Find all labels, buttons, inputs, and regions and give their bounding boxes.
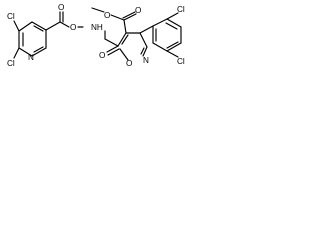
atom-labels: Cl Cl N O O NH O O O N O Cl Cl bbox=[7, 3, 185, 68]
atom-label-n-isoxazole: N bbox=[143, 56, 149, 65]
atom-label-o-ester-carbonyl: O bbox=[58, 3, 64, 12]
molecule-diagram: Cl Cl N O O NH O O O N O Cl Cl bbox=[7, 3, 185, 68]
atom-label-cl-phenyl-top: Cl bbox=[177, 5, 185, 14]
linker-bonds bbox=[104, 30, 120, 56]
atom-label-cl-pyridine-top: Cl bbox=[7, 12, 15, 21]
methyl-ester-bonds bbox=[91, 7, 137, 34]
atom-label-cl-phenyl-bottom: Cl bbox=[177, 57, 185, 66]
atom-label-o-methoxy: O bbox=[104, 11, 110, 20]
pyridine-ring bbox=[18, 21, 47, 57]
dichlorophenyl-ring bbox=[139, 12, 182, 58]
isoxazole-ring bbox=[117, 32, 148, 61]
atom-label-o-methoxy-carbonyl: O bbox=[135, 6, 141, 15]
atom-label-nh: NH bbox=[91, 23, 103, 32]
atom-label-cl-pyridine-bottom: Cl bbox=[7, 59, 15, 68]
atom-label-o-ester-link: O bbox=[70, 23, 76, 32]
atom-label-o-isoxazole: O bbox=[126, 59, 132, 68]
atom-label-n-pyridine: N bbox=[28, 53, 34, 62]
atom-label-o-amide-carbonyl: O bbox=[99, 51, 105, 60]
pyridine-substituent-bonds bbox=[13, 11, 84, 59]
